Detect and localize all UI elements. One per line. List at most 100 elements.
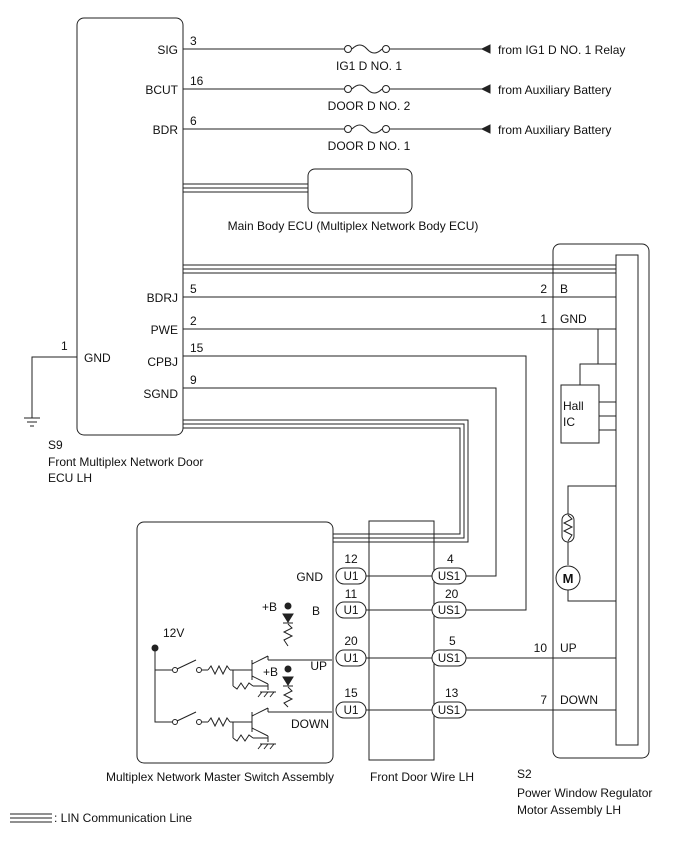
lin-line-master xyxy=(183,419,469,543)
terminal-label-bdrj: BDRJ xyxy=(147,291,178,305)
us1-connector-13 xyxy=(431,701,467,719)
regulator-code: S2 xyxy=(517,767,532,781)
ms-label-gnd: GND xyxy=(296,570,323,584)
plus-b-circuit-2 xyxy=(282,665,294,708)
terminal-label-sgnd: SGND xyxy=(143,387,178,401)
us1-text-13: US1 xyxy=(438,705,460,717)
u1-connector-b xyxy=(335,601,367,619)
terminal-label-gnd: GND xyxy=(84,351,111,365)
fuse-ig1-d-no1 xyxy=(344,44,390,54)
fdw-pin-4: 4 xyxy=(447,552,454,566)
ms-pin-20: 20 xyxy=(344,634,358,648)
pin-16: 16 xyxy=(190,74,204,88)
lin-line-main-body xyxy=(183,183,310,193)
u1-text-up: U1 xyxy=(344,653,359,665)
lin-line-regulator xyxy=(183,264,616,274)
terminal-label-bcut: BCUT xyxy=(145,83,178,97)
motor-symbol: M xyxy=(563,571,574,586)
regulator-name-1: Power Window Regulator xyxy=(517,786,652,800)
terminal-label-pwe: PWE xyxy=(151,323,178,337)
pin-1: 1 xyxy=(61,339,68,353)
switch-down xyxy=(172,711,252,728)
us1-text-5: US1 xyxy=(438,653,460,665)
fdw-pin-5: 5 xyxy=(449,634,456,648)
u1-text-gnd: U1 xyxy=(344,571,359,583)
regulator-name-2: Motor Assembly LH xyxy=(517,803,621,817)
regulator-inner-bar xyxy=(615,254,639,746)
ms-pin-11: 11 xyxy=(345,587,358,601)
fuse-name-door1: DOOR D NO. 1 xyxy=(328,139,411,153)
main-body-ecu-label: Main Body ECU (Multiplex Network Body EC… xyxy=(228,219,479,233)
ms-label-down: DOWN xyxy=(291,717,329,731)
main-body-ecu-box xyxy=(307,168,413,214)
transistor-up xyxy=(232,655,276,698)
u1-connector-up xyxy=(335,649,367,667)
plus-b-label-1: +B xyxy=(262,600,277,614)
pin-3: 3 xyxy=(190,34,197,48)
door-ecu-box xyxy=(76,17,184,436)
arrow-bdr xyxy=(480,124,491,134)
cpbj-wire xyxy=(183,355,527,611)
hall-ic-label-2: IC xyxy=(563,415,575,429)
fuse-source-door1: from Auxiliary Battery xyxy=(498,123,611,137)
us1-text-4: US1 xyxy=(438,571,460,583)
u1-text-down: U1 xyxy=(344,705,359,717)
pin-9: 9 xyxy=(190,373,197,387)
fuse-name-ig1: IG1 D NO. 1 xyxy=(336,59,402,73)
u1-text-b: U1 xyxy=(344,605,359,617)
us1-connector-4 xyxy=(431,567,467,585)
us1-connector-5 xyxy=(431,649,467,667)
terminal-label-bdr: BDR xyxy=(153,123,179,137)
terminal-label-sig: SIG xyxy=(157,43,178,57)
pin-5: 5 xyxy=(190,282,197,296)
reg-pin-2: 2 xyxy=(540,282,547,296)
reg-label-down: DOWN xyxy=(560,693,598,707)
ms-pin-12: 12 xyxy=(344,552,358,566)
fdw-pin-20: 20 xyxy=(445,587,459,601)
master-switch-name: Multiplex Network Master Switch Assembly xyxy=(106,770,334,784)
arrow-bcut xyxy=(480,84,491,94)
hall-ic-label-1: Hall xyxy=(563,399,584,413)
u1-connector-gnd xyxy=(335,567,367,585)
plus-b-label-2: +B xyxy=(263,665,278,679)
reg-pin-7: 7 xyxy=(540,693,547,707)
ms-label-up: UP xyxy=(310,659,327,673)
hall-ic-box xyxy=(560,384,600,444)
reg-pin-10: 10 xyxy=(534,641,548,655)
reg-label-up: UP xyxy=(560,641,577,655)
terminal-label-cpbj: CPBJ xyxy=(147,355,178,369)
pin-6: 6 xyxy=(190,114,197,128)
fuse-source-door2: from Auxiliary Battery xyxy=(498,83,611,97)
ecu-name-line1: Front Multiplex Network Door xyxy=(48,455,203,469)
reg-pin-1: 1 xyxy=(540,312,547,326)
front-door-wire-name: Front Door Wire LH xyxy=(370,770,474,784)
master-switch-box xyxy=(136,521,334,764)
plus-b-circuit-1 xyxy=(282,602,294,647)
regulator-outer-box xyxy=(552,243,650,759)
supply-12v-label: 12V xyxy=(163,626,184,640)
ecu-name-line2: ECU LH xyxy=(48,471,92,485)
fuse-door-d-no1 xyxy=(344,124,390,134)
sgnd-wire xyxy=(183,387,497,577)
switch-up xyxy=(172,659,252,676)
arrow-sig xyxy=(480,44,491,54)
legend-lin-icon xyxy=(10,813,52,823)
fuse-source-ig1: from IG1 D NO. 1 Relay xyxy=(498,43,625,57)
ecu-code: S9 xyxy=(48,438,63,452)
us1-connector-20 xyxy=(431,601,467,619)
pin-15: 15 xyxy=(190,341,204,355)
u1-connector-down xyxy=(335,701,367,719)
ms-label-b: B xyxy=(312,604,320,618)
us1-text-20: US1 xyxy=(438,605,460,617)
fuse-door-d-no2 xyxy=(344,84,390,94)
pin-2: 2 xyxy=(190,314,197,328)
front-door-wire-box xyxy=(368,520,435,761)
gnd-wire xyxy=(31,356,77,418)
motor-resistor xyxy=(561,513,575,543)
reg-label-b: B xyxy=(560,282,568,296)
legend-lin-label: : LIN Communication Line xyxy=(54,811,192,825)
fuse-name-door2: DOOR D NO. 2 xyxy=(328,99,411,113)
reg-label-gnd: GND xyxy=(560,312,587,326)
ground-icon xyxy=(24,417,40,427)
